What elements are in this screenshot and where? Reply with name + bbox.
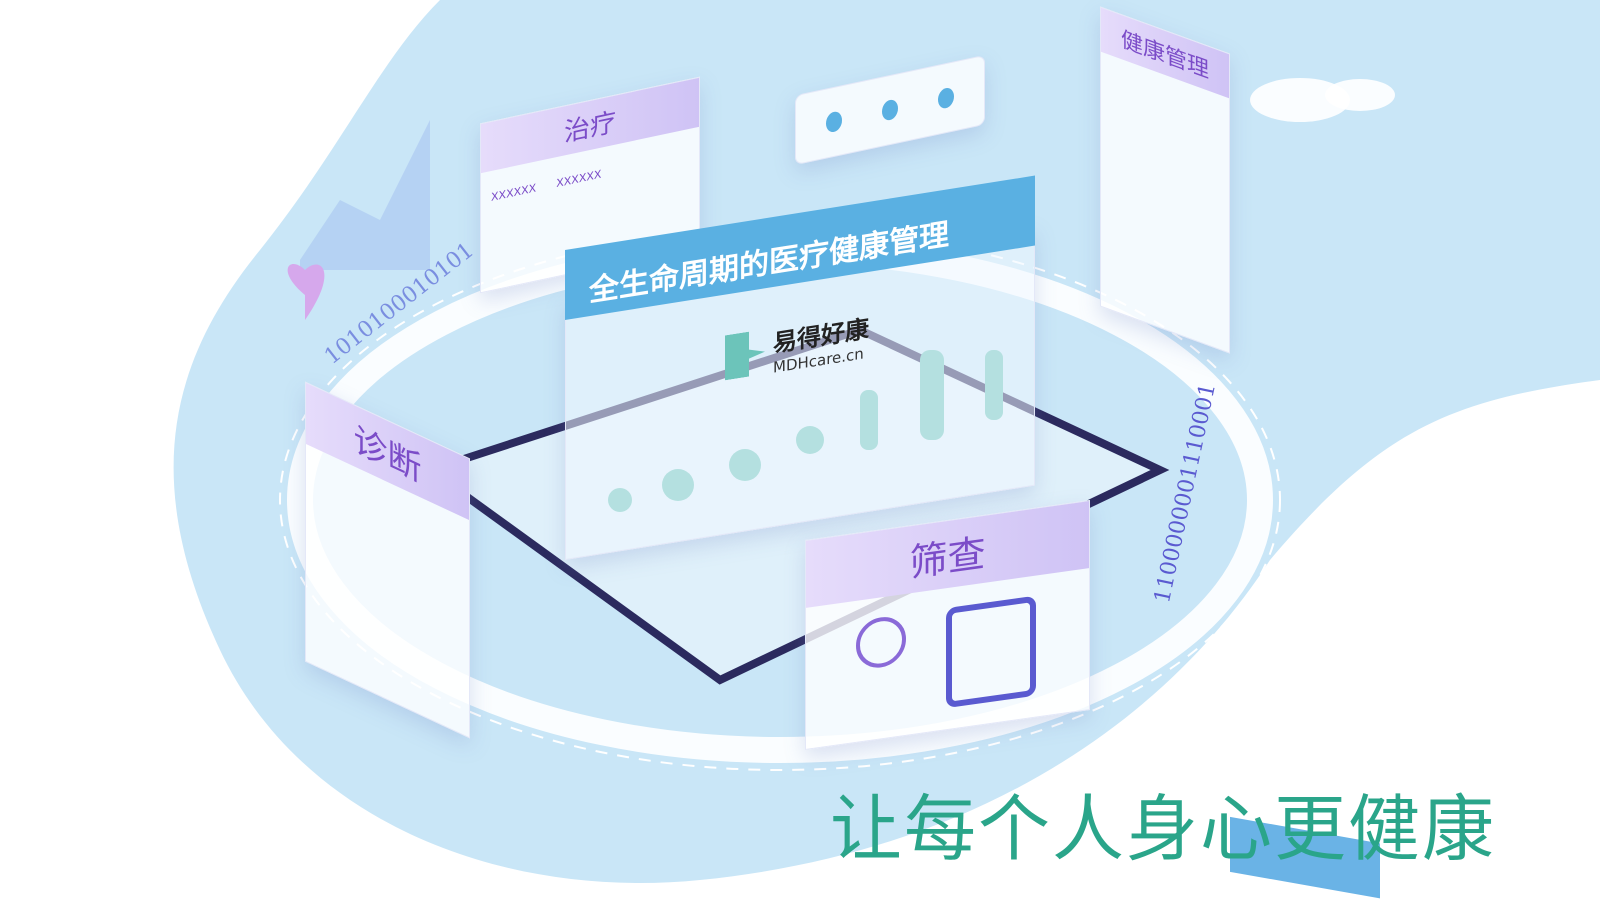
logo-icon — [725, 329, 765, 380]
slogan: 让每个人身心更健康 — [830, 787, 1497, 871]
screening-panel: 筛查 — [805, 499, 1090, 751]
user-icon — [856, 613, 906, 671]
treatment-label-1: XXXXXX — [491, 181, 537, 205]
treatment-label-2: XXXXXX — [556, 167, 602, 191]
checklist-icon — [946, 595, 1036, 709]
health-management-panel: 健康管理 — [1100, 6, 1230, 354]
